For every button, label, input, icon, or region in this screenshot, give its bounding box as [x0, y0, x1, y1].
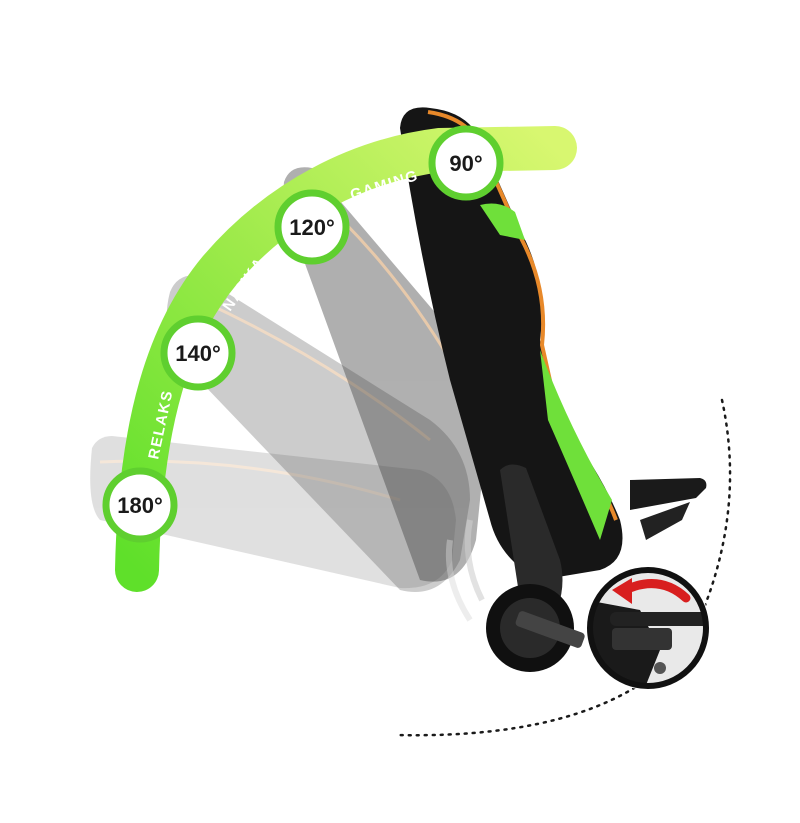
svg-text:120°: 120° — [289, 215, 335, 240]
angle-badge-180: 180° — [102, 467, 178, 543]
ghost-chair-140 — [166, 275, 470, 592]
angle-badge-140: 140° — [160, 315, 236, 391]
lever-zoom-lens — [586, 566, 710, 690]
svg-text:140°: 140° — [175, 341, 221, 366]
angle-badge-90: 90° — [428, 125, 504, 201]
recline-mechanism — [445, 464, 585, 672]
recline-arc — [115, 126, 577, 592]
lever-icon — [610, 612, 706, 674]
rotate-arrow-icon — [612, 578, 691, 604]
svg-text:90°: 90° — [449, 151, 482, 176]
angle-badge-120: 120° — [274, 189, 350, 265]
armrest — [630, 478, 707, 540]
svg-text:180°: 180° — [117, 493, 163, 518]
rotation-guide — [393, 398, 732, 737]
chair-backrest — [400, 107, 623, 580]
